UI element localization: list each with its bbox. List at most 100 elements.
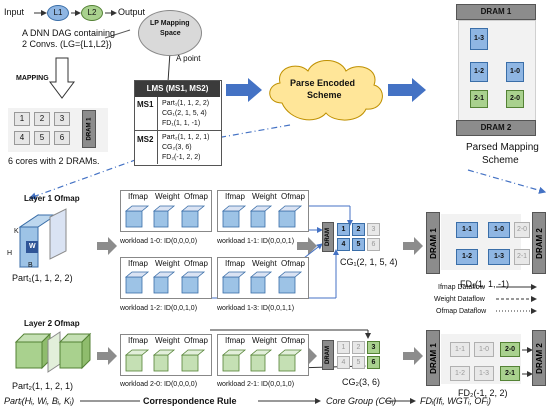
fd2-core-1-3: 1-3 [474, 366, 494, 381]
layer2-arrow-1 [97, 347, 117, 365]
fd2-dram2: DRAM 2 [532, 330, 546, 386]
cores-caption: 6 cores with 2 DRAMs. [8, 156, 100, 166]
fd2-core-1-1: 1-1 [450, 342, 470, 357]
wl10-hdr-ofmap: Ofmap [184, 192, 209, 201]
legend-weight: Weight Dataflow [434, 296, 485, 303]
fd1-dram1: DRAM 1 [426, 212, 440, 274]
fd1-dram2: DRAM 2 [532, 212, 546, 274]
fd2-core-1-0: 1-0 [474, 342, 494, 357]
core-1: 1 [14, 112, 30, 126]
fd2-dram1: DRAM 1 [426, 330, 440, 386]
ms1-fd: FD₁(1, 1, -1) [162, 120, 201, 127]
cg2-label: CG₂(3, 6) [342, 377, 380, 387]
cloud-line2: Scheme [307, 90, 342, 100]
cloud-line1: Parse Encoded [290, 78, 356, 88]
cg1-label: CG₁(2, 1, 5, 4) [340, 257, 398, 267]
dim-w: W [29, 243, 36, 250]
layer2-tensor [14, 331, 92, 373]
dash-to-fd [467, 169, 547, 194]
cg2-cell-1: 1 [337, 341, 350, 354]
wl20-hdr-ifmap: Ifmap [128, 336, 149, 345]
ms2-cg: CG₂(3, 6) [162, 144, 192, 151]
correspondence-rule: Correspondence Rule [143, 396, 237, 406]
cg1-cell-5: 5 [352, 238, 365, 251]
cg1-cell-3: 3 [367, 223, 380, 236]
ms1-part: Part₁(1, 1, 2, 2) [162, 100, 210, 107]
l2-node: L2 [81, 5, 103, 21]
lms-divider [134, 130, 221, 131]
wl21-hdr-weight: Weight [252, 336, 277, 345]
core-2: 2 [34, 112, 50, 126]
workload-1-3-label: workload 1-3: ID(0,0,1,1) [217, 305, 295, 312]
cg1-cell-6: 6 [367, 238, 380, 251]
wl11-hdr-ifmap: Ifmap [225, 192, 246, 201]
wl21-hdr-ofmap: Ofmap [281, 336, 306, 345]
ms2-part: Part₂(1, 1, 2, 1) [162, 134, 210, 141]
scheme-caption-1: Parsed Mapping [466, 142, 539, 153]
dag-text-1: A DNN DAG containing [22, 28, 116, 38]
fd2-core-2-1: 2-1 [500, 366, 520, 381]
workload-1-1-label: workload 1-1: ID(0,0,0,1) [217, 238, 295, 245]
wl20-hdr-weight: Weight [155, 336, 180, 345]
cg1-cell-2: 2 [352, 223, 365, 236]
fd1-core-2-1: 2-1 [514, 249, 530, 265]
fd2-core-2-0: 2-0 [500, 342, 520, 357]
wl12-hdr-weight: Weight [155, 259, 180, 268]
layer1-arrow-3 [403, 237, 423, 255]
cg2-dram: DRAM [322, 340, 334, 370]
scheme-dram1: DRAM 1 [456, 4, 536, 20]
a-point-label: A point [176, 54, 201, 63]
scheme-core-1-3: 1-3 [470, 28, 488, 50]
cg1-cell-1: 1 [337, 223, 350, 236]
wl12-hdr-ifmap: Ifmap [128, 259, 149, 268]
cg2-cell-2: 2 [352, 341, 365, 354]
mapping-label: MAPPING [16, 75, 49, 82]
bottom-fd: FDᵢ(Ifᵢ, WGTᵢ, OFᵢ) [420, 396, 491, 406]
layer2-arrow-3 [403, 347, 423, 365]
core-4: 4 [14, 131, 30, 145]
scheme-caption-2: Scheme [482, 155, 519, 166]
workload-2-1-label: workload 2-1: ID(0,0,1,0) [217, 381, 295, 388]
layer1-arrow-1 [97, 237, 117, 255]
layer1-arrow-2 [297, 237, 317, 255]
scheme-core-2-1: 2-1 [470, 90, 488, 108]
dim-h: H [7, 250, 13, 257]
wl11-hdr-weight: Weight [252, 192, 277, 201]
dash-to-cloud [159, 124, 291, 149]
scheme-core-1-0: 1-0 [506, 62, 524, 82]
workload-1-2-label: workload 1-2: ID(0,0,1,0) [120, 305, 198, 312]
workload-2-0-label: workload 2-0: ID(0,0,0,0) [120, 381, 198, 388]
cg2-cell-3: 3 [367, 341, 380, 354]
scheme-dram2: DRAM 2 [456, 120, 536, 136]
output-label: Output [118, 7, 146, 17]
wl13-hdr-ifmap: Ifmap [225, 259, 246, 268]
bottom-core-group: Core Group (CGᵢ) [326, 396, 397, 406]
fd1-core-1-2: 1-2 [456, 249, 478, 265]
wl20-hdr-ofmap: Ofmap [184, 336, 209, 345]
dag-text-2: 2 Convs. (LG={L1,L2}) [22, 39, 112, 49]
workload-1-0-label: workload 1-0: ID(0,0,0,0) [120, 238, 198, 245]
core-6: 6 [54, 131, 70, 145]
fd1-label: FD₁(1, 1, -1) [460, 279, 510, 289]
ms1-label: MS1 [137, 100, 154, 109]
chip-dram: DRAM 1 [82, 110, 96, 148]
cg2-cell-4: 4 [337, 356, 350, 369]
dim-b: B [28, 262, 33, 269]
lp-mapping-space [138, 10, 202, 56]
l1-node: L1 [47, 5, 69, 21]
lp-space-line1: LP Mapping [150, 20, 190, 27]
layer1-workload-cubes [124, 205, 303, 294]
core-5: 5 [34, 131, 50, 145]
fd1-core-2-0: 2-0 [514, 222, 530, 238]
fd1-core-1-1: 1-1 [456, 222, 478, 238]
ms1-cg: CG₁(2, 1, 5, 4) [162, 110, 207, 117]
input-label: Input [4, 7, 25, 17]
dim-k: K [14, 228, 19, 235]
point-line [167, 51, 171, 83]
fd1-core-1-0: 1-0 [488, 222, 510, 238]
fd1-core-1-3: 1-3 [488, 249, 510, 265]
layer2-workload-cubes [124, 349, 303, 372]
scheme-core-2-0: 2-0 [506, 90, 524, 108]
mapping-arrow [49, 57, 75, 99]
